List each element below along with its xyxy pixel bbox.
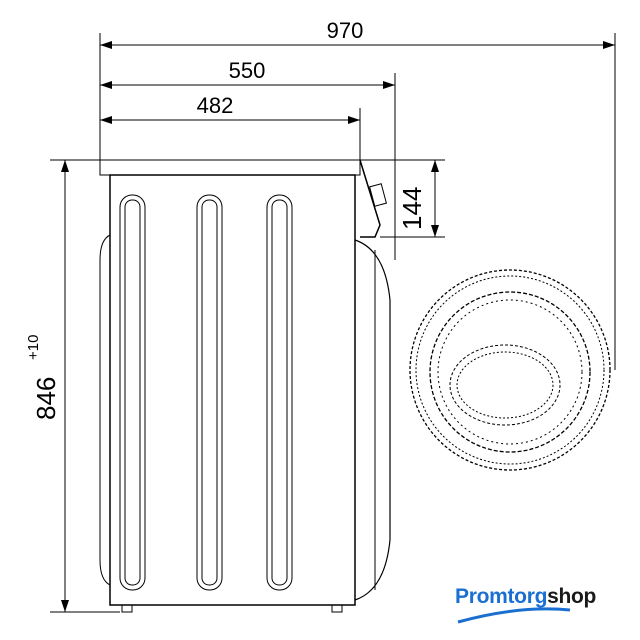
open-door: [409, 269, 611, 471]
control-panel: [359, 159, 381, 238]
dim-550-label: 550: [229, 58, 266, 83]
logo-swoosh: [457, 607, 571, 624]
door-glass: [449, 344, 561, 426]
dim-970-label: 970: [327, 18, 364, 43]
foot: [331, 604, 343, 613]
machine-body: [109, 174, 356, 606]
dim-846-tolerance: +10: [25, 335, 42, 360]
promtorgshop-logo: Promtorgshop: [455, 585, 596, 609]
door-frame: [354, 239, 391, 601]
side-rib: [266, 194, 293, 591]
dim-144-label: 144: [397, 187, 427, 230]
foot: [121, 604, 133, 613]
dim-482-label: 482: [197, 93, 234, 118]
side-rib: [196, 194, 223, 591]
back-bulge: [99, 234, 111, 586]
logo-text-part2: shop: [547, 585, 597, 608]
control-knob: [369, 183, 387, 207]
top-plate: [99, 159, 361, 176]
logo-text-part1: Promtorg: [455, 585, 548, 608]
dim-846-label: 846: [31, 377, 61, 420]
side-rib: [119, 194, 146, 591]
